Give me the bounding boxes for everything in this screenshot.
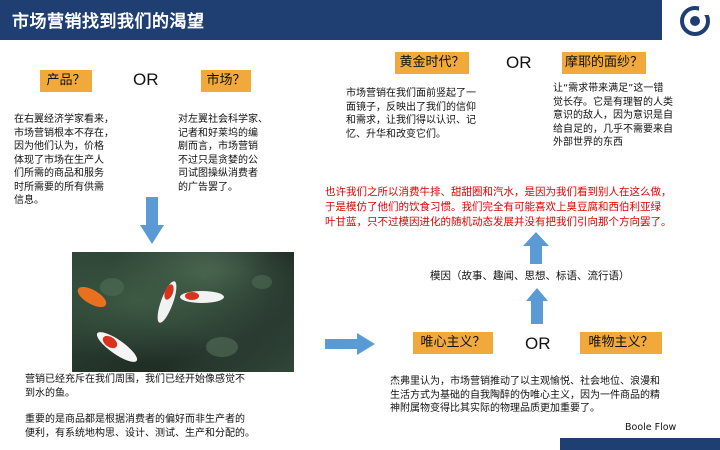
koi-fish-icon — [77, 275, 272, 362]
tag-golden-age: 黄金时代？ — [395, 52, 469, 74]
text-golden-age: 市场营销在我们面前竖起了一 面镜子，反映出了我们的信仰 和需求，让我们得以认识、… — [346, 88, 476, 140]
caption-fish: 营销已经充斥在我们周围，我们已经开始像感觉不 到水的鱼。 — [25, 374, 245, 399]
tag-materialism: 唯物主义？ — [580, 332, 662, 354]
right-arrow-icon — [325, 333, 375, 355]
footer-brand: Boole Flow — [625, 422, 677, 433]
or-label-left: OR — [133, 70, 159, 89]
up-arrow-icon — [523, 232, 549, 264]
koi-pond-image — [72, 252, 294, 372]
text-jeffrey: 杰弗里认为，市场营销推动了以主观愉悦、社会地位、浪漫和 生活方式为基础的自我陶醉… — [390, 376, 660, 414]
page-title: 市场营销找到我们的渴望 — [12, 12, 205, 32]
or-label-top: OR — [506, 53, 532, 72]
caption-consumer-preference: 重要的是商品都是根据消费者的偏好而非生产者的 便利，有系统地构思、设计、测试、生… — [25, 414, 255, 439]
tag-product: 产品？ — [40, 70, 92, 92]
up-arrow-icon-2 — [526, 288, 548, 324]
tag-idealism: 唯心主义？ — [413, 332, 493, 354]
or-label-bottom: OR — [525, 334, 551, 353]
down-arrow-icon — [140, 197, 164, 244]
tag-market: 市场？ — [201, 70, 251, 92]
footer-bar — [560, 438, 720, 450]
text-right-wing-economists: 在右翼经济学家看来， 市场营销根本不存在， 因为他们认为，价格 体现了市场在生产… — [14, 114, 114, 206]
boole-flow-logo-icon — [680, 6, 710, 36]
text-left-wing-scientists: 对左翼社会科学家、 记者和好莱坞的编 剧而言，市场营销 不过只是贪婪的公 司试图… — [178, 114, 268, 193]
title-bar — [0, 0, 662, 40]
tag-maya-veil: 摩耶的面纱？ — [562, 52, 646, 74]
text-meme-imitation: 也许我们之所以消费牛排、甜甜圈和汽水，是因为我们看到别人在这么做， 于是模仿了他… — [325, 186, 672, 228]
text-meme-definition: 模因（故事、趣闻、思想、标语、流行语） — [430, 270, 630, 282]
text-maya-veil: 让“需求带来满足”这一错 觉长存。它是有理智的人类 意识的敌人，因为意识是自 给… — [553, 83, 673, 148]
